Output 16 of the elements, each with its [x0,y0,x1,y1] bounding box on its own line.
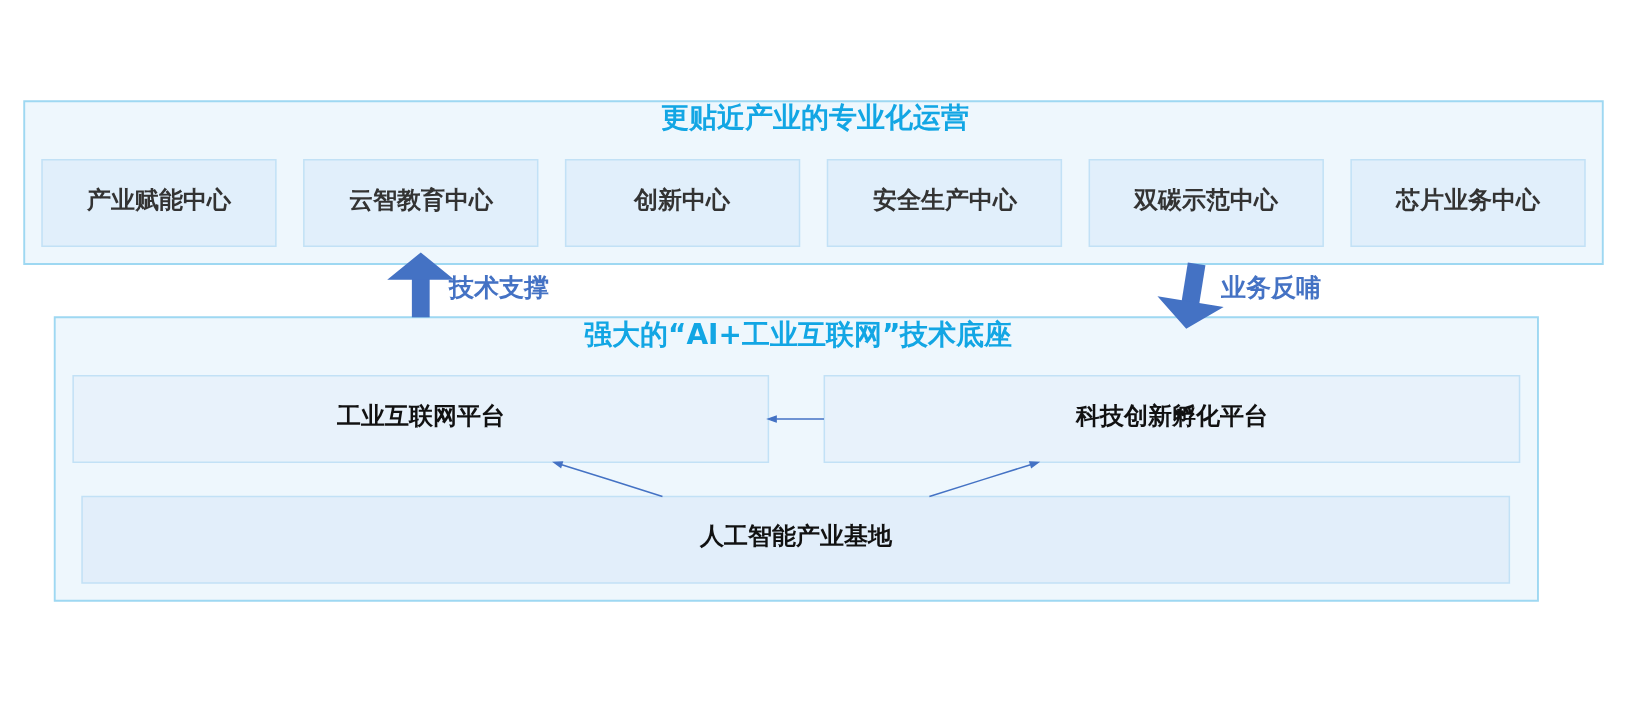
edge-label: 业务反哺 [1221,271,1322,302]
node-box: 科技创新孵化平台 [823,375,1521,463]
node-box: 芯片业务中心 [1350,158,1586,247]
node-box: 安全生产中心 [826,158,1063,247]
arrow [552,461,664,498]
node-box: 云智教育中心 [303,158,539,247]
arrow [387,252,455,318]
arrow [928,461,1041,498]
node-box: 双碳示范中心 [1088,158,1324,247]
node-box: 创新中心 [564,158,801,247]
arrow [766,415,825,423]
node-box: 人工智能产业基地 [81,495,1511,584]
node-box: 工业互联网平台 [72,375,770,463]
arrow [1157,262,1224,329]
edge-label: 技术支撑 [448,271,549,302]
node-box: 产业赋能中心 [41,158,277,247]
